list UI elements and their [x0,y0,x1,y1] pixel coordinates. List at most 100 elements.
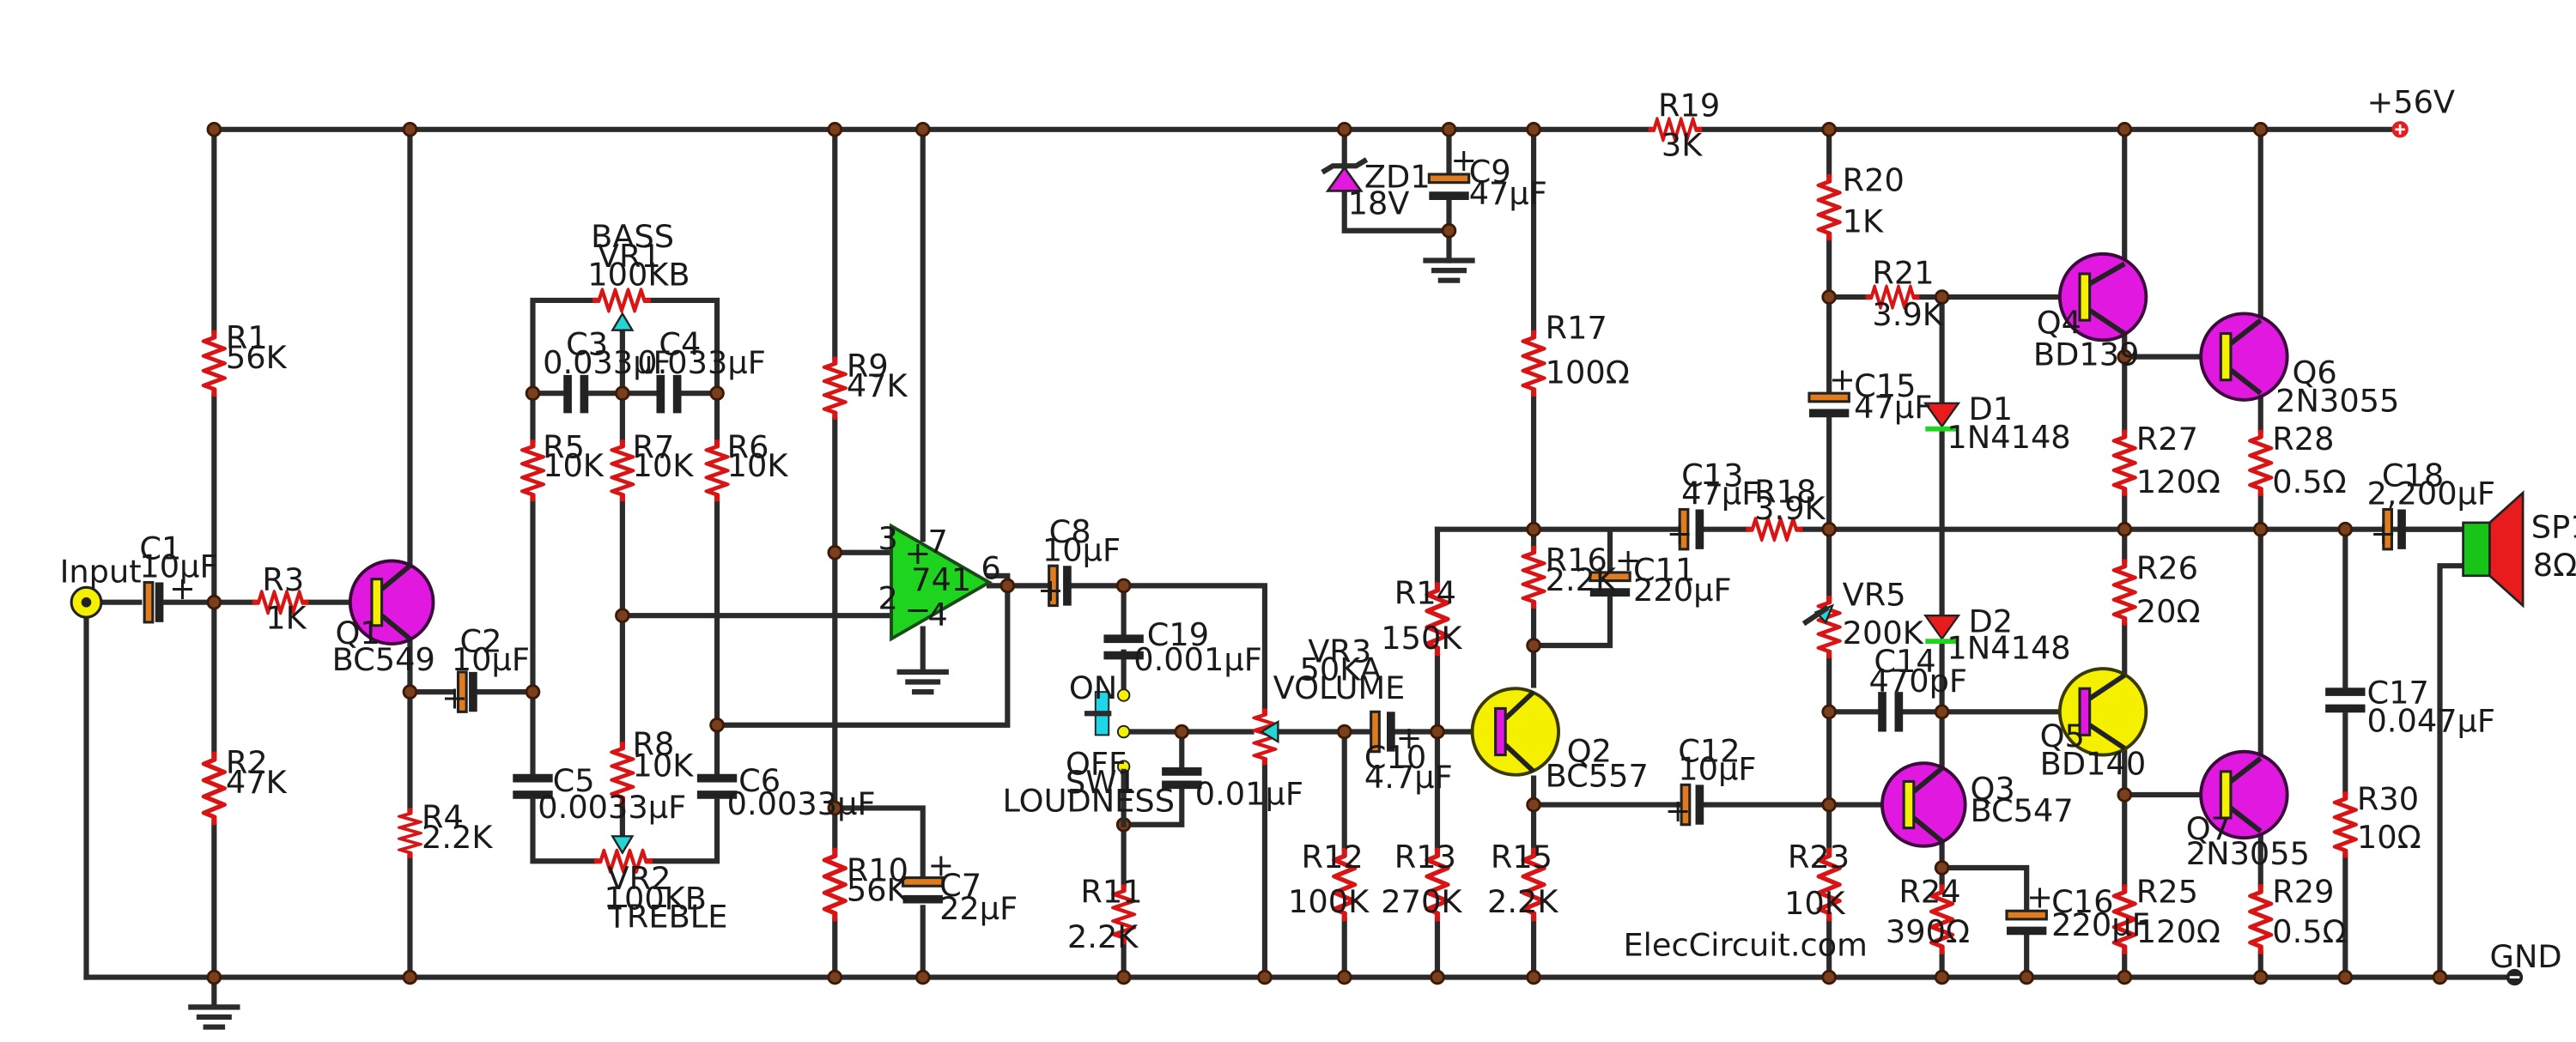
svg-text:7: 7 [928,524,948,560]
svg-text:R7: R7 [632,429,674,466]
svg-text:C17: C17 [2366,675,2428,712]
svg-text:SW1: SW1 [1066,764,1137,801]
svg-text:Q7: Q7 [2186,810,2231,847]
resistor-r27 [2115,430,2135,496]
supply-label: +56V [2366,83,2455,120]
svg-text:+: + [928,847,955,884]
svg-text:C4: C4 [659,326,701,363]
svg-text:47µF: 47µF [1681,476,1759,512]
svg-text:R27: R27 [2136,421,2198,457]
resistor-r2 [204,752,224,826]
svg-text:10µF: 10µF [139,548,217,585]
watermark: ElecCircuit.com [1623,926,1867,963]
svg-text:10K: 10K [543,447,605,484]
svg-text:BC549: BC549 [332,641,435,678]
svg-text:1N4148: 1N4148 [1947,419,2070,456]
svg-text:+: + [1396,719,1423,756]
svg-text:8Ω: 8Ω [2533,547,2576,584]
svg-text:2.2K: 2.2K [1487,883,1558,920]
svg-text:+: + [1665,792,1692,829]
svg-text:D1: D1 [1969,391,2014,427]
svg-text:22µF: 22µF [939,890,1018,927]
svg-text:4: 4 [928,597,948,633]
svg-text:R3: R3 [262,561,304,598]
svg-text:120Ω: 120Ω [2136,463,2221,500]
svg-text:R5: R5 [543,429,585,466]
resistor-r10 [825,848,845,922]
svg-text:VR3: VR3 [1308,633,1371,669]
svg-text:C7: C7 [939,867,981,904]
resistor-r17 [1523,330,1543,397]
svg-text:C1: C1 [139,530,181,566]
svg-text:0.01µF: 0.01µF [1195,776,1303,813]
svg-text:BD140: BD140 [2040,746,2147,783]
cap-c13 [1678,507,1690,551]
cap-c11 [1589,571,1631,583]
svg-text:10µF: 10µF [1042,531,1121,568]
svg-text:R29: R29 [2272,874,2334,911]
svg-text:1K: 1K [1843,203,1884,240]
svg-text:+: + [1667,515,1693,552]
svg-text:R1: R1 [226,319,268,356]
svg-text:C15: C15 [1854,367,1916,404]
svg-text:18V: 18V [1348,185,1410,221]
svg-text:R19: R19 [1658,87,1720,124]
svg-text:R24: R24 [1899,874,1960,911]
svg-text:10K: 10K [632,447,694,484]
cap-c8 [1048,564,1059,608]
svg-text:D2: D2 [1969,603,2014,640]
svg-text:ON: ON [1069,669,1117,706]
labels: Input +56V GND ElecCircuit.com 741 3 2 7… [60,83,2576,974]
junction-dots [206,122,2448,985]
svg-text:C18: C18 [2382,457,2444,494]
cap-c15 [1807,391,1850,403]
svg-text:R14: R14 [1394,575,1456,612]
svg-text:R9: R9 [847,348,889,385]
transistors [348,251,2289,848]
resistor-r5 [523,439,543,501]
svg-text:+: + [1450,142,1477,179]
svg-text:SP1: SP1 [2531,508,2576,545]
svg-text:+: + [1615,542,1642,579]
resistor-r16 [1523,546,1543,609]
svg-text:3K: 3K [1662,127,1703,164]
svg-text:R11: R11 [1080,874,1142,911]
svg-text:Q1: Q1 [335,615,380,651]
ground-symbols [188,257,1475,1030]
svg-text:100Ω: 100Ω [1546,354,1630,391]
svg-text:0.0033µF: 0.0033µF [538,789,686,826]
svg-text:R2: R2 [226,744,268,781]
svg-text:VOLUME: VOLUME [1273,669,1406,706]
svg-text:Q2: Q2 [1567,732,1612,769]
resistor-r4 [400,808,420,857]
svg-text:2N3055: 2N3055 [2186,835,2310,872]
svg-text:3.9K: 3.9K [1754,490,1826,527]
svg-text:220µF: 220µF [2051,906,2150,943]
svg-text:56K: 56K [226,339,288,376]
svg-text:2,200µF: 2,200µF [2366,476,2495,512]
svg-text:47K: 47K [226,764,288,801]
resistor-r28 [2251,430,2270,496]
svg-text:+: + [2370,515,2397,552]
svg-text:R21: R21 [1872,255,1934,292]
cap-c7 [902,876,945,888]
svg-text:VR5: VR5 [1843,577,1906,614]
cap-c18 [2382,507,2393,551]
capacitors [143,173,2406,936]
svg-text:2.2K: 2.2K [422,819,493,856]
svg-text:C8: C8 [1049,513,1091,550]
svg-text:R6: R6 [727,429,769,466]
svg-text:VR1: VR1 [598,238,661,275]
svg-text:R13: R13 [1394,839,1456,875]
svg-text:2N3055: 2N3055 [2275,382,2399,419]
svg-text:C13: C13 [1681,457,1743,494]
svg-text:Q5: Q5 [2040,718,2085,754]
svg-text:2.2K: 2.2K [1546,561,1617,598]
svg-text:470pF: 470pF [1869,663,1968,700]
svg-text:10Ω: 10Ω [2357,819,2421,856]
svg-text:OFF: OFF [1066,746,1127,783]
svg-text:C9: C9 [1469,154,1511,191]
svg-text:6: 6 [981,550,1000,587]
svg-text:390Ω: 390Ω [1886,913,1970,950]
svg-text:C19: C19 [1147,616,1209,653]
